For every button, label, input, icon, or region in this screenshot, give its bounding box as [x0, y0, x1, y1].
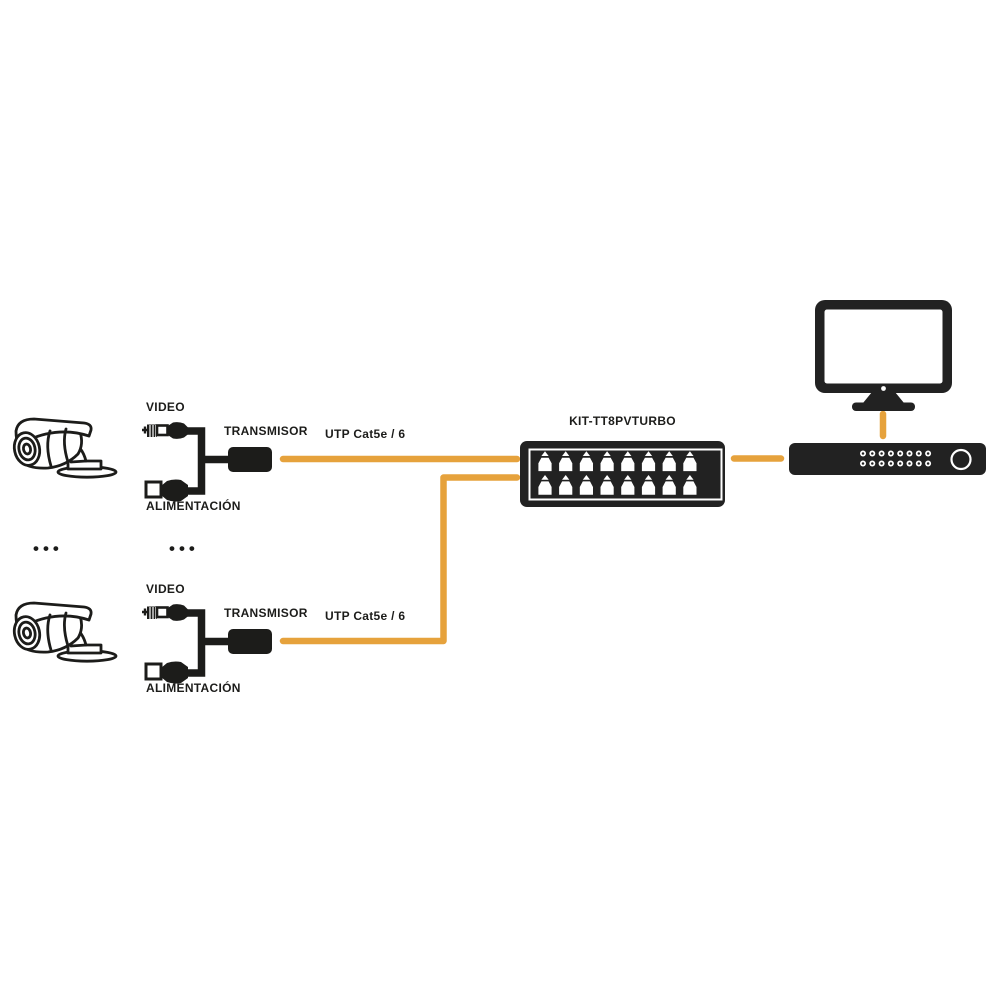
switch-label: KIT-TT8PVTURBO: [569, 414, 676, 428]
ellipsis-transmitters: •••: [169, 539, 199, 558]
power-label-2: ALIMENTACIÓN: [146, 681, 241, 695]
video-label-1: VIDEO: [146, 400, 185, 414]
transmitter-label-1: TRANSMISOR: [224, 424, 308, 438]
monitor-stand: [863, 392, 904, 403]
monitor-icon: [815, 300, 952, 411]
utp-cables: [279, 410, 887, 645]
camera-icon-1: [9, 417, 118, 479]
power-label-1: ALIMENTACIÓN: [146, 499, 241, 513]
dvr-icon: [789, 443, 986, 475]
cable-label-1: UTP Cat5e / 6: [325, 427, 406, 441]
dvr-knob: [950, 448, 972, 471]
utp-switch-icon: [520, 441, 725, 507]
transmitter-label-2: TRANSMISOR: [224, 606, 308, 620]
camera-icon-2: [9, 601, 118, 663]
video-label-2: VIDEO: [146, 582, 185, 596]
ellipsis-cameras: •••: [33, 539, 63, 558]
utp-cable-bottom: [279, 474, 521, 645]
monitor-screen: [824, 309, 943, 384]
cable-label-2: UTP Cat5e / 6: [325, 609, 406, 623]
